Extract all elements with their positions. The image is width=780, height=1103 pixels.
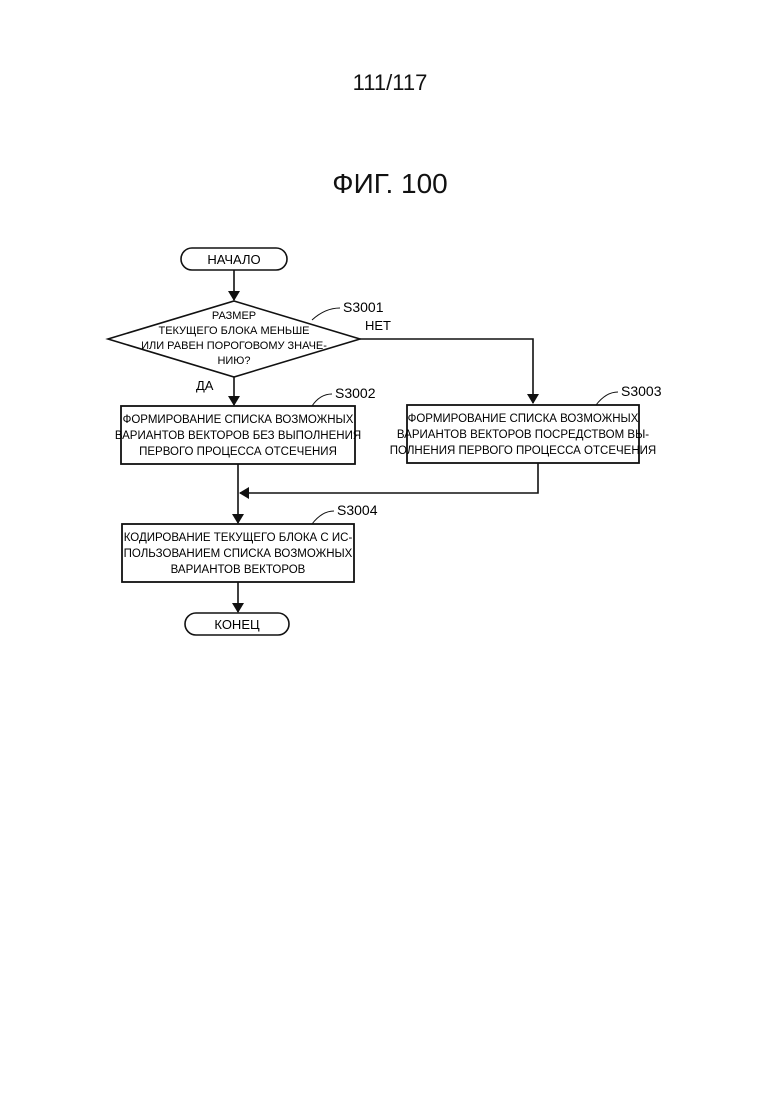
step-label-s3004: S3004 bbox=[337, 502, 378, 518]
end-terminator: КОНЕЦ bbox=[185, 613, 289, 635]
step-label-s3003: S3003 bbox=[621, 383, 662, 399]
decision-line-1: РАЗМЕР bbox=[212, 310, 256, 322]
no-label: НЕТ bbox=[365, 318, 391, 333]
s3003-line-2: ВАРИАНТОВ ВЕКТОРОВ ПОСРЕДСТВОМ ВЫ- bbox=[397, 429, 649, 441]
s3002-line-2: ВАРИАНТОВ ВЕКТОРОВ БЕЗ ВЫПОЛНЕНИЯ bbox=[115, 430, 361, 442]
process-s3004: КОДИРОВАНИЕ ТЕКУЩЕГО БЛОКА С ИС- ПОЛЬЗОВ… bbox=[122, 524, 354, 582]
end-label: КОНЕЦ bbox=[214, 617, 260, 632]
process-s3003: ФОРМИРОВАНИЕ СПИСКА ВОЗМОЖНЫХ ВАРИАНТОВ … bbox=[390, 405, 656, 463]
s3002-line-3: ПЕРВОГО ПРОЦЕССА ОТСЕЧЕНИЯ bbox=[139, 446, 337, 458]
start-label: НАЧАЛО bbox=[207, 252, 260, 267]
decision-line-3: ИЛИ РАВЕН ПОРОГОВОМУ ЗНАЧЕ- bbox=[141, 340, 327, 352]
s3003-line-1: ФОРМИРОВАНИЕ СПИСКА ВОЗМОЖНЫХ bbox=[408, 413, 639, 425]
leader-s3004 bbox=[312, 511, 334, 524]
step-label-s3001: S3001 bbox=[343, 299, 384, 315]
leader-s3003 bbox=[596, 392, 618, 405]
s3004-line-3: ВАРИАНТОВ ВЕКТОРОВ bbox=[171, 564, 306, 576]
arrow-s3003-to-merge bbox=[240, 463, 538, 493]
yes-label: ДА bbox=[196, 378, 214, 393]
step-label-s3002: S3002 bbox=[335, 385, 376, 401]
decision-line-4: НИЮ? bbox=[217, 355, 250, 367]
process-s3002: ФОРМИРОВАНИЕ СПИСКА ВОЗМОЖНЫХ ВАРИАНТОВ … bbox=[115, 406, 361, 464]
start-terminator: НАЧАЛО bbox=[181, 248, 287, 270]
s3004-line-2: ПОЛЬЗОВАНИЕМ СПИСКА ВОЗМОЖНЫХ bbox=[124, 548, 353, 560]
arrow-no-to-s3003 bbox=[360, 339, 533, 403]
leader-s3002 bbox=[312, 394, 332, 406]
s3002-line-1: ФОРМИРОВАНИЕ СПИСКА ВОЗМОЖНЫХ bbox=[123, 414, 354, 426]
s3004-line-1: КОДИРОВАНИЕ ТЕКУЩЕГО БЛОКА С ИС- bbox=[124, 532, 353, 544]
decision-line-2: ТЕКУЩЕГО БЛОКА МЕНЬШЕ bbox=[158, 325, 309, 337]
leader-s3001 bbox=[312, 308, 340, 320]
s3003-line-3: ПОЛНЕНИЯ ПЕРВОГО ПРОЦЕССА ОТСЕЧЕНИЯ bbox=[390, 445, 656, 457]
